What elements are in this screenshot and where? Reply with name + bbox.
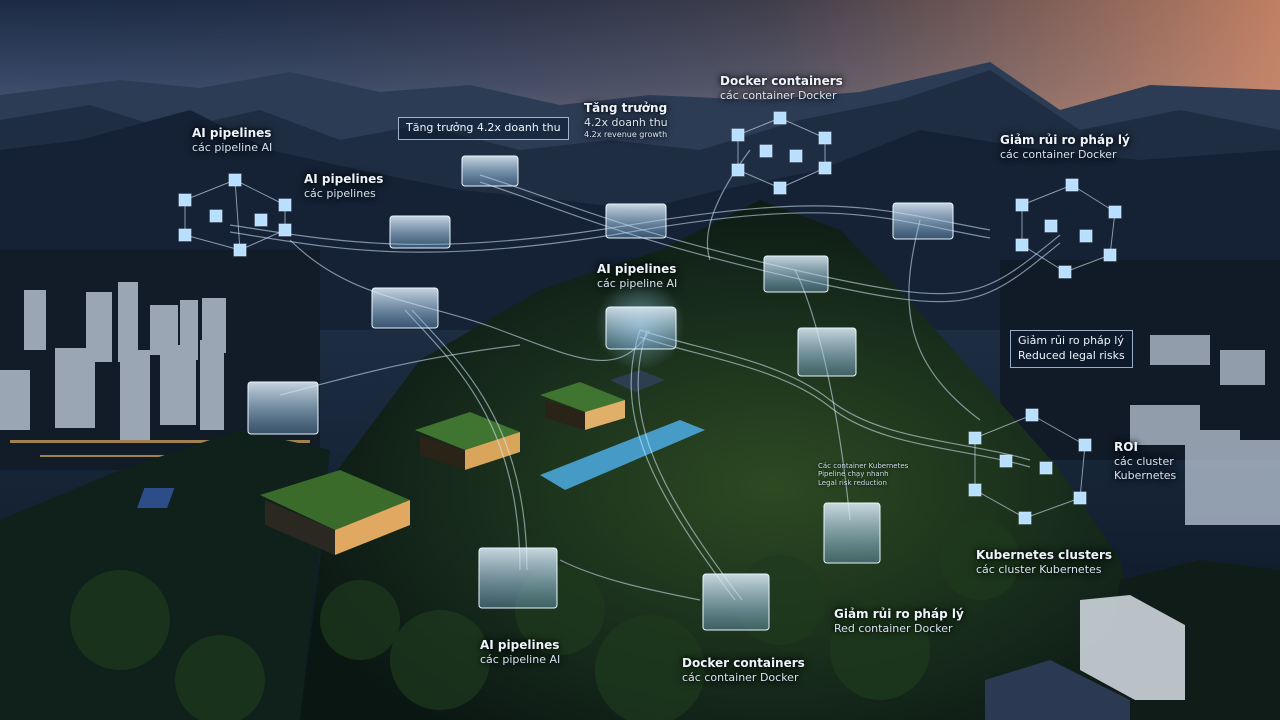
label-title: Docker containers	[720, 74, 843, 88]
legal-box: Giảm rủi ro pháp lý Reduced legal risks	[1010, 330, 1133, 368]
label-title: ROI	[1114, 440, 1138, 454]
label-line3: 4.2x revenue growth	[584, 129, 668, 139]
label-subtitle-2: Kubernetes	[1114, 468, 1177, 482]
label-ai-pipelines-center: AI pipelines các pipeline AI	[597, 262, 677, 291]
small-note-line2: Pipeline chạy nhanh	[818, 470, 889, 479]
label-title: AI pipelines	[192, 126, 272, 140]
label-ai-pipelines-left: AI pipelines các pipelines	[304, 172, 383, 201]
growth-box: Tăng trưởng 4.2x doanh thu	[398, 117, 569, 140]
label-subtitle: các cluster Kubernetes	[976, 563, 1102, 576]
label-ai-pipelines-bottom: AI pipelines các pipeline AI	[480, 638, 560, 667]
label-title: Docker containers	[682, 656, 805, 670]
label-subtitle: các container Docker	[720, 89, 837, 102]
label-title: AI pipelines	[304, 172, 384, 186]
label-ai-pipelines-top-left: AI pipelines các pipeline AI	[192, 126, 272, 155]
label-subtitle: các pipelines	[304, 187, 376, 200]
label-title: Giảm rủi ro pháp lý	[1000, 133, 1130, 147]
label-line2: 4.2x doanh thu	[584, 116, 668, 129]
label-kubernetes: Kubernetes clusters các cluster Kubernet…	[976, 548, 1112, 577]
label-growth: Tăng trưởng 4.2x doanh thu 4.2x revenue …	[584, 101, 668, 140]
label-subtitle: Red container Docker	[834, 622, 953, 635]
label-title: AI pipelines	[480, 638, 560, 652]
small-note: Các container Kubernetes Pipeline chạy n…	[818, 462, 908, 487]
label-subtitle: các container Docker	[682, 671, 799, 684]
small-note-line3: Legal risk reduction	[818, 478, 887, 487]
label-subtitle: các container Docker	[1000, 148, 1117, 161]
label-docker-top: Docker containers các container Docker	[720, 74, 843, 103]
label-subtitle: các pipeline AI	[597, 277, 678, 290]
label-legal-top: Giảm rủi ro pháp lý các container Docker	[1000, 133, 1130, 162]
label-subtitle: các pipeline AI	[480, 653, 561, 666]
label-legal-bottom: Giảm rủi ro pháp lý Red container Docker	[834, 607, 964, 636]
label-title: Giảm rủi ro pháp lý	[834, 607, 964, 621]
label-docker-bottom: Docker containers các container Docker	[682, 656, 805, 685]
label-subtitle-1: các cluster	[1114, 455, 1174, 468]
label-roi: ROI các cluster Kubernetes	[1114, 440, 1176, 483]
label-title: Kubernetes clusters	[976, 548, 1113, 562]
legal-box-line2: Reduced legal risks	[1018, 348, 1125, 362]
small-note-line1: Các container Kubernetes	[818, 462, 909, 470]
label-title: AI pipelines	[597, 262, 677, 276]
legal-box-line1: Giảm rủi ro pháp lý	[1018, 334, 1124, 347]
label-subtitle: các pipeline AI	[192, 141, 273, 154]
label-line1: Tăng trưởng	[584, 101, 668, 115]
